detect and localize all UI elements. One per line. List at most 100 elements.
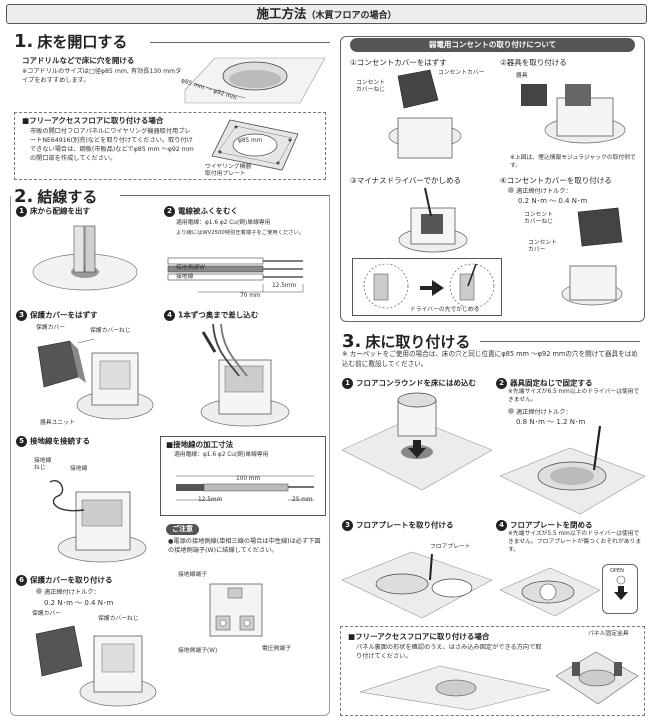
cover-torque-label: 適正締付けトルク： — [36, 588, 100, 598]
bullet-dot — [508, 408, 514, 414]
outlet-torque-label: 適正締付けトルク： — [508, 187, 572, 197]
wire-spec-note: 適用電線：φ1.6 φ2 Cu(銅)単線専用 — [176, 220, 271, 226]
floor-hole-illustration — [184, 57, 326, 104]
remove-outlet-cover-illustration — [388, 69, 462, 159]
caulk-detail-box — [352, 258, 502, 316]
torque-title: 適正締付けトルク： — [44, 589, 100, 596]
section-2-rule — [120, 195, 330, 196]
torque-title: 適正締付けトルク： — [516, 409, 572, 416]
ground-screw-label: 接地線 ねじ — [34, 458, 52, 471]
step-label: 接地線を接続する — [30, 436, 90, 446]
caution-text: ●電源の接地側線(単相三線の場合は中性線)は必ず下図の接地側端子(W)に結線して… — [168, 538, 321, 554]
section-3-number: 3. — [342, 331, 362, 352]
wiring-plate-label: ワイヤリング機器 取付用プレート — [205, 164, 252, 177]
section-1-heading: 1.床を開口する — [14, 30, 127, 54]
ground-dimension-title: ■接地線の加工寸法 — [166, 440, 234, 449]
page-subtitle: （木質フロアの場合） — [306, 11, 397, 21]
weak-step-b: ②器具を取り付ける — [500, 58, 567, 67]
step-label: フロアプレートを閉める — [510, 520, 593, 530]
caution-badge: ご注意 — [166, 524, 199, 536]
floor-torque-value: 0.8 N･m ～ 1.2 N･m — [516, 418, 586, 426]
step-label: 保護カバーをはずす — [30, 310, 98, 320]
cable-out-of-floor-illustration — [32, 225, 138, 291]
access-floor-box — [14, 112, 326, 180]
step-badge: 2 — [164, 206, 175, 217]
stripped-wire-illustration — [167, 257, 304, 293]
wiring-plate-illustration — [211, 119, 299, 171]
access-floor-box-3 — [340, 626, 645, 716]
outlet-cover-screw-label-d: コンセント カバーねじ — [524, 212, 553, 225]
protective-cover-label-6: 保護カバー — [32, 611, 61, 617]
voltage-terminal-label: 電圧側端子 — [262, 646, 291, 652]
page-header: 施工方法（木質フロアの場合） — [6, 4, 647, 24]
step-badge: 3 — [342, 520, 353, 531]
access-floor-title: ■フリーアクセスフロアに取り付ける場合 — [22, 116, 164, 125]
step-badge: 1 — [342, 378, 353, 389]
bullet-dot — [36, 588, 42, 594]
step-label: フロアプレートを取り付ける — [356, 520, 454, 530]
access-floor-illustration — [359, 665, 551, 711]
caulk-caption: ドライバーの先でかしめる — [410, 307, 480, 313]
step-badge: 5 — [16, 436, 27, 447]
section-3-rule — [480, 341, 640, 342]
panel-bracket-illustration — [555, 651, 639, 705]
step-label: 床から配線を出す — [30, 206, 90, 216]
outlet-cover-label-d: コンセント カバー — [528, 240, 557, 253]
core-drill-note: ※コアドリルのサイズは□径φ85 mm, 有効長130 mmタイプをおすすめしま… — [22, 68, 182, 84]
section-1-rule — [150, 42, 330, 43]
insert-wires-illustration — [200, 323, 290, 427]
step-badge: 1 — [16, 206, 27, 217]
core-drill-title: コアドリルなどで床に穴を開ける — [22, 56, 135, 65]
section-3-heading: 3.床に取り付ける — [342, 330, 470, 354]
open-label: OPEN — [610, 568, 624, 574]
access-floor-note: 市販の開口付フロアパネルにワイヤリング機器取付用プレートNE64916(別売)な… — [30, 128, 194, 162]
ground-wire-dimension-box — [160, 436, 326, 516]
plate-dimension-label: φ85 mm — [238, 138, 263, 144]
grounded-terminal-label: 接地側端子(W) — [178, 648, 218, 654]
strip-length-12-label: 12.5mm — [272, 283, 297, 289]
page-title: 施工方法 — [256, 6, 307, 21]
step-badge: 6 — [16, 575, 27, 586]
screwdriver-size-note-2: ※先端サイズが6.5 mm以上のドライバーは使用できません。 — [508, 389, 640, 403]
fit-concentric-illustration — [341, 392, 493, 491]
ground-wire-label-5: 接地線 — [70, 466, 88, 472]
weak-current-title: 弱電用コンセントの取り付けについて — [350, 38, 635, 52]
section-2-title: 結線する — [37, 188, 98, 206]
section-3-title: 床に取り付ける — [365, 333, 471, 351]
access-floor-title-3: ■フリーアクセスフロアに取り付ける場合 — [348, 632, 490, 641]
protective-cover-screw-label-6: 保護カバーねじ — [98, 616, 139, 622]
panel-bracket-label: パネル固定金具 — [588, 631, 629, 637]
carpet-note: ※ カーペットをご使用の場合は、床の穴と同じ位置にφ85 mm ～φ92 mmの… — [342, 350, 638, 368]
floor-plate-label: フロアプレート — [430, 544, 471, 550]
device-unit-label: 器具ユニット — [40, 420, 75, 426]
outlet-cover-screw-label: コンセント カバーねじ — [356, 80, 385, 93]
ground-length-12-label: 12.5mm — [198, 497, 223, 503]
section-1-number: 1. — [14, 31, 34, 52]
ground-wire-label: 接地線 — [176, 274, 194, 280]
ground-length-100-label: 100 mm — [236, 476, 261, 482]
step-label: 器具固定ねじで固定する — [510, 378, 593, 388]
section-2-number: 2. — [14, 186, 34, 207]
step-label: フロアコンラウンドを床にはめ込む — [356, 378, 476, 388]
stranded-wire-note: より線にはWV2500特別圧着端子をご使用ください。 — [176, 230, 305, 236]
caulk-detail-illustration — [363, 263, 495, 309]
ground-length-25-label: 25 mm — [292, 497, 313, 503]
open-indicator-box — [602, 564, 638, 614]
fix-screw-illustration — [499, 425, 646, 515]
strip-length-70-label: 70 mm — [240, 293, 261, 299]
ground-terminal-label: 接地線端子 — [178, 572, 207, 578]
down-arrow-icon — [614, 575, 628, 600]
modular-jack-note: ※上図は、埋込情報モジュラジャックの取付例です。 — [510, 155, 636, 169]
close-floor-plate-illustration — [499, 567, 601, 617]
section-1-title: 床を開口する — [37, 33, 128, 51]
weak-current-panel — [340, 36, 645, 322]
step-badge: 2 — [496, 378, 507, 389]
step-label: 1本ずつ奥まで差し込む — [178, 310, 259, 320]
remove-cover-illustration — [37, 338, 154, 420]
weak-step-a: ①コンセントカバーをはずす — [350, 58, 447, 67]
